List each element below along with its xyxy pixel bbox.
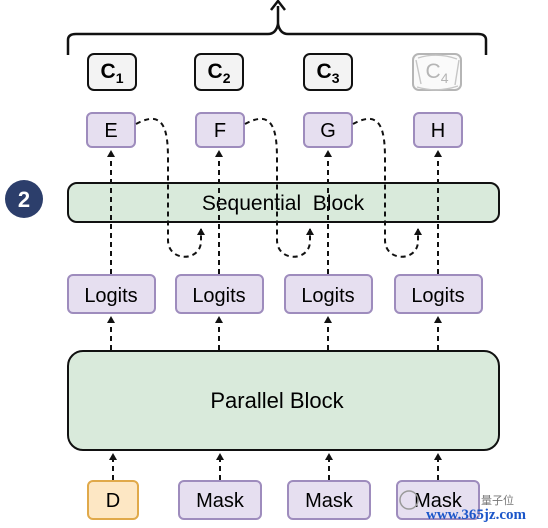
output-sub-3: 3 [332, 70, 340, 86]
logits-label-1: Logits [84, 285, 137, 307]
parallel-block-label: Parallel Block [210, 388, 344, 413]
logits-box-4: Logits [394, 274, 483, 314]
input-label-D: D [106, 490, 120, 512]
token-box-H: H [413, 112, 463, 148]
input-label-mask-2: Mask [305, 490, 354, 512]
output-letter-2: C [208, 60, 223, 83]
parallel-to-logits-arrows [107, 316, 442, 350]
output-letter-3: C [317, 60, 332, 83]
logits-box-3: Logits [284, 274, 373, 314]
token-box-E: E [86, 112, 136, 148]
input-arrows [109, 453, 442, 480]
logits-box-1: Logits [67, 274, 156, 314]
output-letter-1: C [101, 60, 116, 83]
token-label-F: F [214, 120, 226, 142]
output-letter-4: C [426, 60, 441, 83]
input-label-mask-3: Mask [414, 490, 463, 512]
parallel-block: Parallel Block [67, 350, 500, 451]
feedback-curve-G-H [352, 117, 422, 258]
input-label-mask-1: Mask [196, 490, 245, 512]
token-label-G: G [320, 120, 336, 142]
output-sub-2: 2 [223, 70, 231, 86]
output-sub-4: 4 [441, 70, 449, 86]
input-box-mask-1: Mask [178, 480, 262, 520]
sequential-block: Sequential Block [67, 182, 500, 223]
token-label-H: H [431, 120, 445, 142]
output-box-3: C3 [303, 53, 353, 91]
svg-text:C1: C1 [101, 60, 124, 86]
feedback-curves [135, 117, 422, 258]
output-sub-1: 1 [116, 70, 124, 86]
brace-arrow-head [270, 0, 286, 11]
output-box-2: C2 [194, 53, 244, 91]
step-badge-number: 2 [18, 187, 30, 212]
sequential-block-label: Sequential Block [202, 192, 365, 215]
feedback-curve-F-G [244, 117, 314, 258]
output-brace [66, 0, 488, 55]
token-box-G: G [303, 112, 353, 148]
logits-label-2: Logits [192, 285, 245, 307]
input-box-D: D [87, 480, 139, 520]
svg-text:C3: C3 [317, 60, 340, 86]
input-box-mask-2: Mask [287, 480, 371, 520]
input-box-mask-3: Mask [396, 480, 480, 520]
step-badge: 2 [5, 180, 43, 218]
output-box-1: C1 [87, 53, 137, 91]
token-box-F: F [195, 112, 245, 148]
feedback-curve-E-F [135, 117, 205, 258]
logits-box-2: Logits [175, 274, 264, 314]
output-box-4-faded: C4 [412, 53, 462, 91]
logits-label-4: Logits [411, 285, 464, 307]
token-label-E: E [104, 120, 117, 142]
svg-text:C4: C4 [426, 60, 449, 86]
svg-text:C2: C2 [208, 60, 231, 86]
logits-to-token-arrows [107, 150, 442, 274]
logits-label-3: Logits [301, 285, 354, 307]
